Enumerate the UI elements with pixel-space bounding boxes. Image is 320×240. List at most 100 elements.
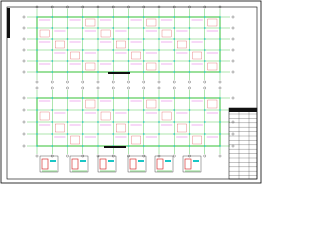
top-plan-column xyxy=(112,38,114,40)
bottom-plan-column xyxy=(143,109,145,111)
bottom-plan-column xyxy=(82,97,84,99)
bottom-plan-column xyxy=(36,133,38,135)
bottom-plan-slab-mark xyxy=(146,99,157,109)
bottom-plan-slab-mark xyxy=(177,123,187,133)
bottom-plan-column xyxy=(66,133,69,135)
top-plan-column xyxy=(66,71,69,73)
top-plan-column xyxy=(51,71,53,73)
top-plan-axis-bubble-right xyxy=(231,37,235,41)
bottom-plan-column xyxy=(127,145,130,147)
top-plan-column xyxy=(97,38,99,40)
detail-label-block xyxy=(138,160,144,162)
bottom-plan-column xyxy=(158,109,160,111)
details-row xyxy=(39,155,202,173)
top-plan-column xyxy=(158,49,160,51)
detail-rebar xyxy=(156,158,164,170)
top-plan-axis-bubble-bottom xyxy=(51,80,54,84)
bottom-plan-axis-bubble-left xyxy=(22,144,26,148)
top-plan-column xyxy=(112,60,114,62)
top-plan-slab-mark xyxy=(146,18,157,27)
cad-drawing-canvas xyxy=(0,0,262,184)
top-plan-column xyxy=(143,16,145,18)
bottom-plan-axis-bubble-top xyxy=(188,86,191,90)
bottom-plan-slab-mark xyxy=(131,135,141,145)
title-block-table xyxy=(229,112,257,179)
bottom-plan-axis-bubble-top xyxy=(127,86,130,90)
top-plan-axis-bubble-top xyxy=(81,5,85,9)
top-plan-axis-bubble-bottom xyxy=(188,80,191,84)
bottom-plan-column xyxy=(188,145,191,147)
bottom-plan-column xyxy=(204,145,206,147)
top-plan-column xyxy=(82,16,84,18)
bottom-plan-column xyxy=(127,121,130,123)
bottom-plan-axis-bubble-left xyxy=(22,120,26,124)
top-plan-axis-bubble-top xyxy=(112,5,115,9)
bottom-plan-column xyxy=(158,133,160,135)
top-plan-column xyxy=(158,38,160,40)
bottom-plan-axis-bubble-top xyxy=(157,86,161,90)
bottom-plan-column xyxy=(219,145,221,147)
bottom-plan-column xyxy=(188,97,191,99)
top-plan-axis-bubble-top xyxy=(218,5,222,9)
bottom-plan-column xyxy=(173,109,175,111)
top-plan-column xyxy=(204,71,206,73)
bottom-plan-column xyxy=(36,145,38,147)
detail-frame xyxy=(154,155,174,173)
top-plan-column xyxy=(204,16,206,18)
top-plan-column xyxy=(97,16,99,18)
bottom-plan-slab-mark xyxy=(116,123,126,133)
top-plan-column xyxy=(36,71,38,73)
top-plan-column xyxy=(66,60,69,62)
top-plan-column xyxy=(173,38,175,40)
top-plan-column xyxy=(127,27,130,29)
top-plan-slab-mark xyxy=(100,29,111,38)
top-plan-axis-bubble-top xyxy=(142,5,145,9)
detail-label-block xyxy=(165,160,171,162)
bottom-plan-axis-bubble-top xyxy=(51,86,54,90)
top-plan-slab-mark xyxy=(85,62,96,71)
bottom-plan-column xyxy=(173,145,175,147)
detail-label-block xyxy=(50,160,56,162)
top-plan-column xyxy=(219,38,221,40)
top-plan-column xyxy=(82,27,84,29)
bottom-plan-axis-bubble-top xyxy=(66,86,69,90)
bottom-plan-column xyxy=(51,121,53,123)
top-plan-column xyxy=(188,27,191,29)
bottom-plan-column xyxy=(158,145,160,147)
bottom-plan-column xyxy=(188,121,191,123)
top-plan-axis-bubble-left xyxy=(22,48,26,52)
top-plan-axis-bubble-right xyxy=(231,26,235,30)
bottom-plan-column xyxy=(82,121,84,123)
top-plan-column xyxy=(204,60,206,62)
detail-frame xyxy=(97,155,117,173)
bottom-plan-column xyxy=(204,97,206,99)
bottom-plan-grid xyxy=(22,86,235,158)
bottom-plan-axis-bubble-bottom xyxy=(203,154,206,158)
top-plan-axis-bubble-left xyxy=(22,26,26,30)
top-plan-column xyxy=(97,49,99,51)
bottom-plan-axis-bubble-right xyxy=(231,96,235,100)
top-plan-axis-bubble-right xyxy=(231,15,235,19)
bottom-plan-axis-bubble-top xyxy=(96,86,100,90)
detail-rebar xyxy=(129,158,137,170)
top-plan-slab-mark xyxy=(207,18,218,27)
top-plan-slab-mark xyxy=(131,51,141,60)
bottom-plan-slab-mark xyxy=(192,135,202,145)
bottom-plan-column xyxy=(36,97,38,99)
top-plan-column xyxy=(112,27,114,29)
detail-rebar xyxy=(184,158,192,170)
top-plan-slab-mark xyxy=(207,62,218,71)
top-plan-column xyxy=(82,60,84,62)
bottom-plan-column xyxy=(97,133,99,135)
top-plan-slab-mark xyxy=(116,40,126,49)
bottom-plan-column xyxy=(188,109,191,111)
bottom-plan-column xyxy=(204,121,206,123)
top-plan-column xyxy=(158,71,160,73)
top-plan-axis-bubble-top xyxy=(127,5,130,9)
bottom-plan-axis-bubble-top xyxy=(203,86,206,90)
bottom-plan-slab-mark xyxy=(39,111,50,121)
top-plan-axis-bubble-left xyxy=(22,15,26,19)
top-plan-column xyxy=(127,60,130,62)
top-plan-axis-bubble-top xyxy=(66,5,69,9)
bottom-plan-column xyxy=(66,145,69,147)
